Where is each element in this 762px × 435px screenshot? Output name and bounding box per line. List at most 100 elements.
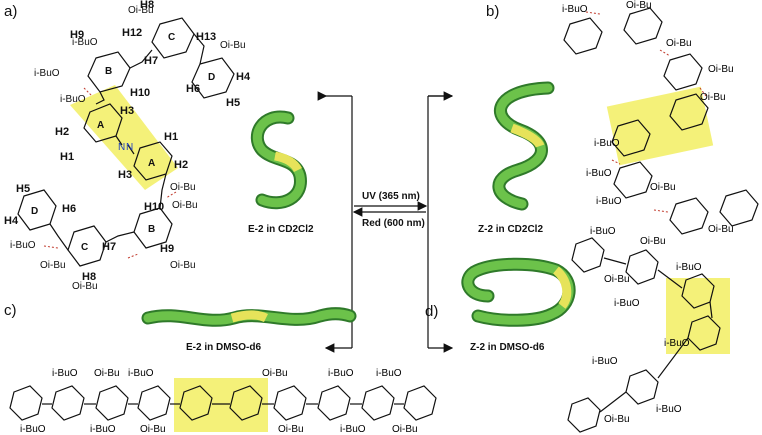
sub-d-9: Oi-Bu	[604, 414, 630, 425]
azobenzene-highlight-b	[606, 86, 714, 166]
sub-c-5: i-BuO	[328, 368, 354, 379]
proton-h12: H12	[122, 27, 142, 39]
ring-label-a-upper: A	[97, 120, 104, 131]
sub-b-5: Oi-Bu	[700, 92, 726, 103]
sub-a-2: i-BuO	[72, 37, 98, 48]
sub-c-10: Oi-Bu	[278, 424, 304, 435]
proton-h2-lower: H2	[174, 159, 188, 171]
ring-c-upper	[151, 17, 195, 59]
ring-label-d-upper: D	[208, 72, 215, 83]
azobenzene-highlight-c	[174, 378, 268, 432]
sub-a-10: Oi-Bu	[72, 281, 98, 292]
sub-a-3: i-BuO	[34, 68, 60, 79]
label-uv: UV (365 nm)	[362, 191, 420, 202]
sub-c-9: Oi-Bu	[140, 424, 166, 435]
sub-c-12: Oi-Bu	[392, 424, 418, 435]
sub-c-7: i-BuO	[20, 424, 46, 435]
proton-h7-upper: H7	[144, 55, 158, 67]
sub-b-1: i-BuO	[562, 4, 588, 15]
sub-c-3: i-BuO	[128, 368, 154, 379]
proton-h6-lower: H6	[62, 203, 76, 215]
ring-c-pyr-right	[403, 385, 437, 421]
sub-a-7: Oi-Bu	[172, 200, 198, 211]
sub-d-4: Oi-Bu	[604, 274, 630, 285]
panel-label-a: a)	[4, 3, 17, 20]
caption-z2-cd2cl2: Z-2 in CD2Cl2	[478, 224, 543, 235]
caption-e2-cd2cl2: E-2 in CD2Cl2	[248, 224, 314, 235]
switch-arrows	[317, 91, 454, 353]
ring-b-arene-2	[663, 53, 703, 91]
panel-label-c: c)	[4, 302, 17, 319]
structure-e2-linear: i-BuO Oi-Bu i-BuO Oi-Bu i-BuO i-BuO i-Bu…	[9, 368, 437, 435]
sub-d-7: i-BuO	[592, 356, 618, 367]
ring-b-arene-4	[669, 197, 709, 235]
sub-a-8: Oi-Bu	[170, 260, 196, 271]
proton-h5-lower: H5	[16, 183, 30, 195]
sub-b-9: Oi-Bu	[650, 182, 676, 193]
sub-b-6: i-BuO	[594, 138, 620, 149]
sub-b-2: Oi-Bu	[626, 0, 652, 11]
caption-e2-dmso: E-2 in DMSO-d6	[186, 342, 261, 353]
sub-d-3: i-BuO	[676, 262, 702, 273]
tube-e2-dmso	[141, 307, 357, 327]
sub-c-11: i-BuO	[340, 424, 366, 435]
proton-h3-upper: H3	[120, 105, 134, 117]
sub-c-4: Oi-Bu	[262, 368, 288, 379]
proton-h10-upper: H10	[130, 87, 150, 99]
tube-e2-azo-segment	[274, 151, 303, 173]
sub-d-1: i-BuO	[590, 226, 616, 237]
proton-h9-lower: H9	[160, 243, 174, 255]
ring-b-upper	[87, 51, 131, 93]
ring-d-pyr-bottom	[567, 397, 601, 433]
tube-z2-cd2cl2	[492, 81, 555, 211]
ring-label-d-lower: D	[31, 206, 38, 217]
caption-z2-dmso: Z-2 in DMSO-d6	[470, 342, 545, 353]
sub-b-10: Oi-Bu	[708, 224, 734, 235]
proton-h4-lower: H4	[4, 215, 19, 227]
proton-h9-upper: H9	[70, 29, 84, 41]
ring-c-pyr-left	[9, 385, 43, 421]
ring-b-azo-2	[611, 119, 651, 157]
azo-n1: N	[118, 142, 125, 153]
proton-h5-upper: H5	[226, 97, 240, 109]
sub-c-2: Oi-Bu	[94, 368, 120, 379]
structure-z2-folded-dmso: i-BuO Oi-Bu i-BuO Oi-Bu i-BuO i-BuO i-Bu…	[567, 226, 730, 433]
panel-label-b: b)	[486, 3, 499, 20]
azobenzene-highlight	[70, 85, 178, 190]
proton-h8-upper: H8	[140, 0, 154, 11]
azo-n2: N	[126, 142, 133, 153]
ring-d-upper	[191, 57, 235, 99]
sub-d-6: i-BuO	[664, 338, 690, 349]
ring-b-pyr-bottom	[719, 189, 759, 227]
proton-h6-upper: H6	[186, 83, 200, 95]
ring-label-b-lower: B	[148, 224, 155, 235]
proton-h2-upper: H2	[55, 126, 69, 138]
sub-c-1: i-BuO	[52, 368, 78, 379]
panel-label-d: d)	[425, 303, 438, 320]
ring-b-pyr-top	[563, 17, 603, 55]
sub-a-1: Oi-Bu	[128, 5, 154, 16]
ring-label-c-lower: C	[81, 242, 88, 253]
proton-h8-lower: H8	[82, 271, 96, 283]
tube-z2-dmso	[461, 257, 576, 327]
tube-z2-azo-segment	[510, 123, 545, 148]
sub-b-4: Oi-Bu	[708, 64, 734, 75]
ring-label-b-upper: B	[105, 66, 112, 77]
proton-h7-lower: H7	[102, 241, 116, 253]
tube-z2-dmso-azo-segment	[552, 266, 572, 309]
proton-h10-lower: H10	[144, 201, 164, 213]
ring-label-a-lower: A	[148, 158, 155, 169]
ring-b-arene-1	[623, 7, 663, 45]
sub-b-8: i-BuO	[596, 196, 622, 207]
proton-h1-upper: H1	[60, 151, 74, 163]
ring-b-azo-1	[669, 93, 709, 131]
ring-d-pyr-top	[571, 237, 605, 273]
sub-d-5: i-BuO	[614, 298, 640, 309]
sub-a-9: i-BuO	[10, 240, 36, 251]
label-red: Red (600 nm)	[362, 218, 425, 229]
ring-c-azo-left	[179, 385, 213, 421]
sub-a-5: Oi-Bu	[220, 40, 246, 51]
tube-e2-dmso-azo-segment	[230, 310, 269, 323]
sub-a-6: Oi-Bu	[170, 182, 196, 193]
